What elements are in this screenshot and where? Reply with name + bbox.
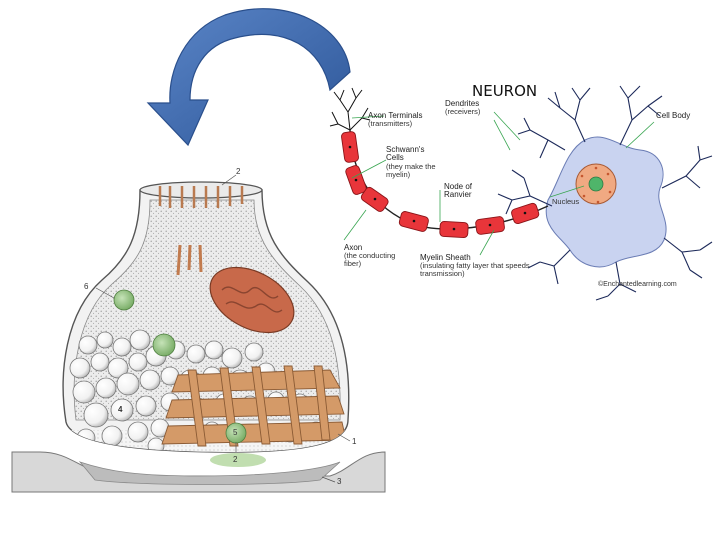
release-glow — [210, 453, 266, 467]
myelin-sheath — [341, 131, 540, 238]
credit-text: ©Enchantedlearning.com — [598, 281, 677, 288]
axon-terminals-sub: (transmitters) — [368, 119, 413, 129]
label-cell-body: Cell Body — [656, 111, 698, 120]
axon-text: Axon — [344, 243, 363, 252]
microtubules — [176, 244, 203, 276]
dendrites — [497, 85, 713, 301]
presynaptic-grid — [161, 365, 347, 447]
label-4: 4 — [118, 405, 123, 414]
vesicle-6 — [113, 289, 135, 311]
label-1: 1 — [352, 437, 357, 446]
label-2-top: 2 — [236, 167, 241, 176]
myelin-sheath-sub: (insulating fatty layer that speeds tran… — [420, 261, 530, 279]
nucleus-text: Nucleus — [552, 197, 580, 206]
label-node-of-ranvier: Node of Ranvier — [444, 182, 484, 200]
myelin-sheath-text: Myelin Sheath — [420, 253, 471, 262]
axon-terminals-text: Axon Terminals — [368, 111, 423, 120]
label-6: 6 — [84, 282, 89, 291]
label-5: 5 — [233, 428, 238, 437]
label-3: 3 — [337, 477, 342, 486]
label-nucleus: Nucleus — [552, 198, 579, 206]
cell-body — [545, 136, 667, 268]
node-of-ranvier-text: Node of Ranvier — [444, 182, 473, 200]
dendrites-sub: (receivers) — [445, 107, 481, 117]
label-axon: Axon (the conducting fiber) — [344, 243, 414, 269]
mitochondrion — [209, 266, 295, 334]
schwanns-cells-sub: (they make the myelin) — [386, 161, 436, 179]
label-schwanns-cells: Schwann's Cells (they make the myelin) — [386, 145, 436, 179]
label-dendrites: Dendrites (receivers) — [445, 99, 481, 117]
cell-body-text: Cell Body — [656, 111, 691, 120]
dendrites-text: Dendrites — [445, 99, 480, 108]
label-axon-terminals: Axon Terminals (transmitters) — [368, 111, 423, 129]
axon-terminal-branches — [329, 87, 371, 131]
neuron-title: NEURON — [472, 82, 538, 100]
label-2-bottom: 2 — [233, 455, 238, 464]
label-myelin-sheath: Myelin Sheath (insulating fatty layer th… — [420, 253, 548, 279]
arrow-body — [146, 8, 351, 147]
axon-sub: (the conducting fiber) — [344, 251, 396, 269]
vesicle-green-mid — [152, 333, 176, 357]
schwanns-cells-text: Schwann's Cells — [386, 145, 425, 163]
